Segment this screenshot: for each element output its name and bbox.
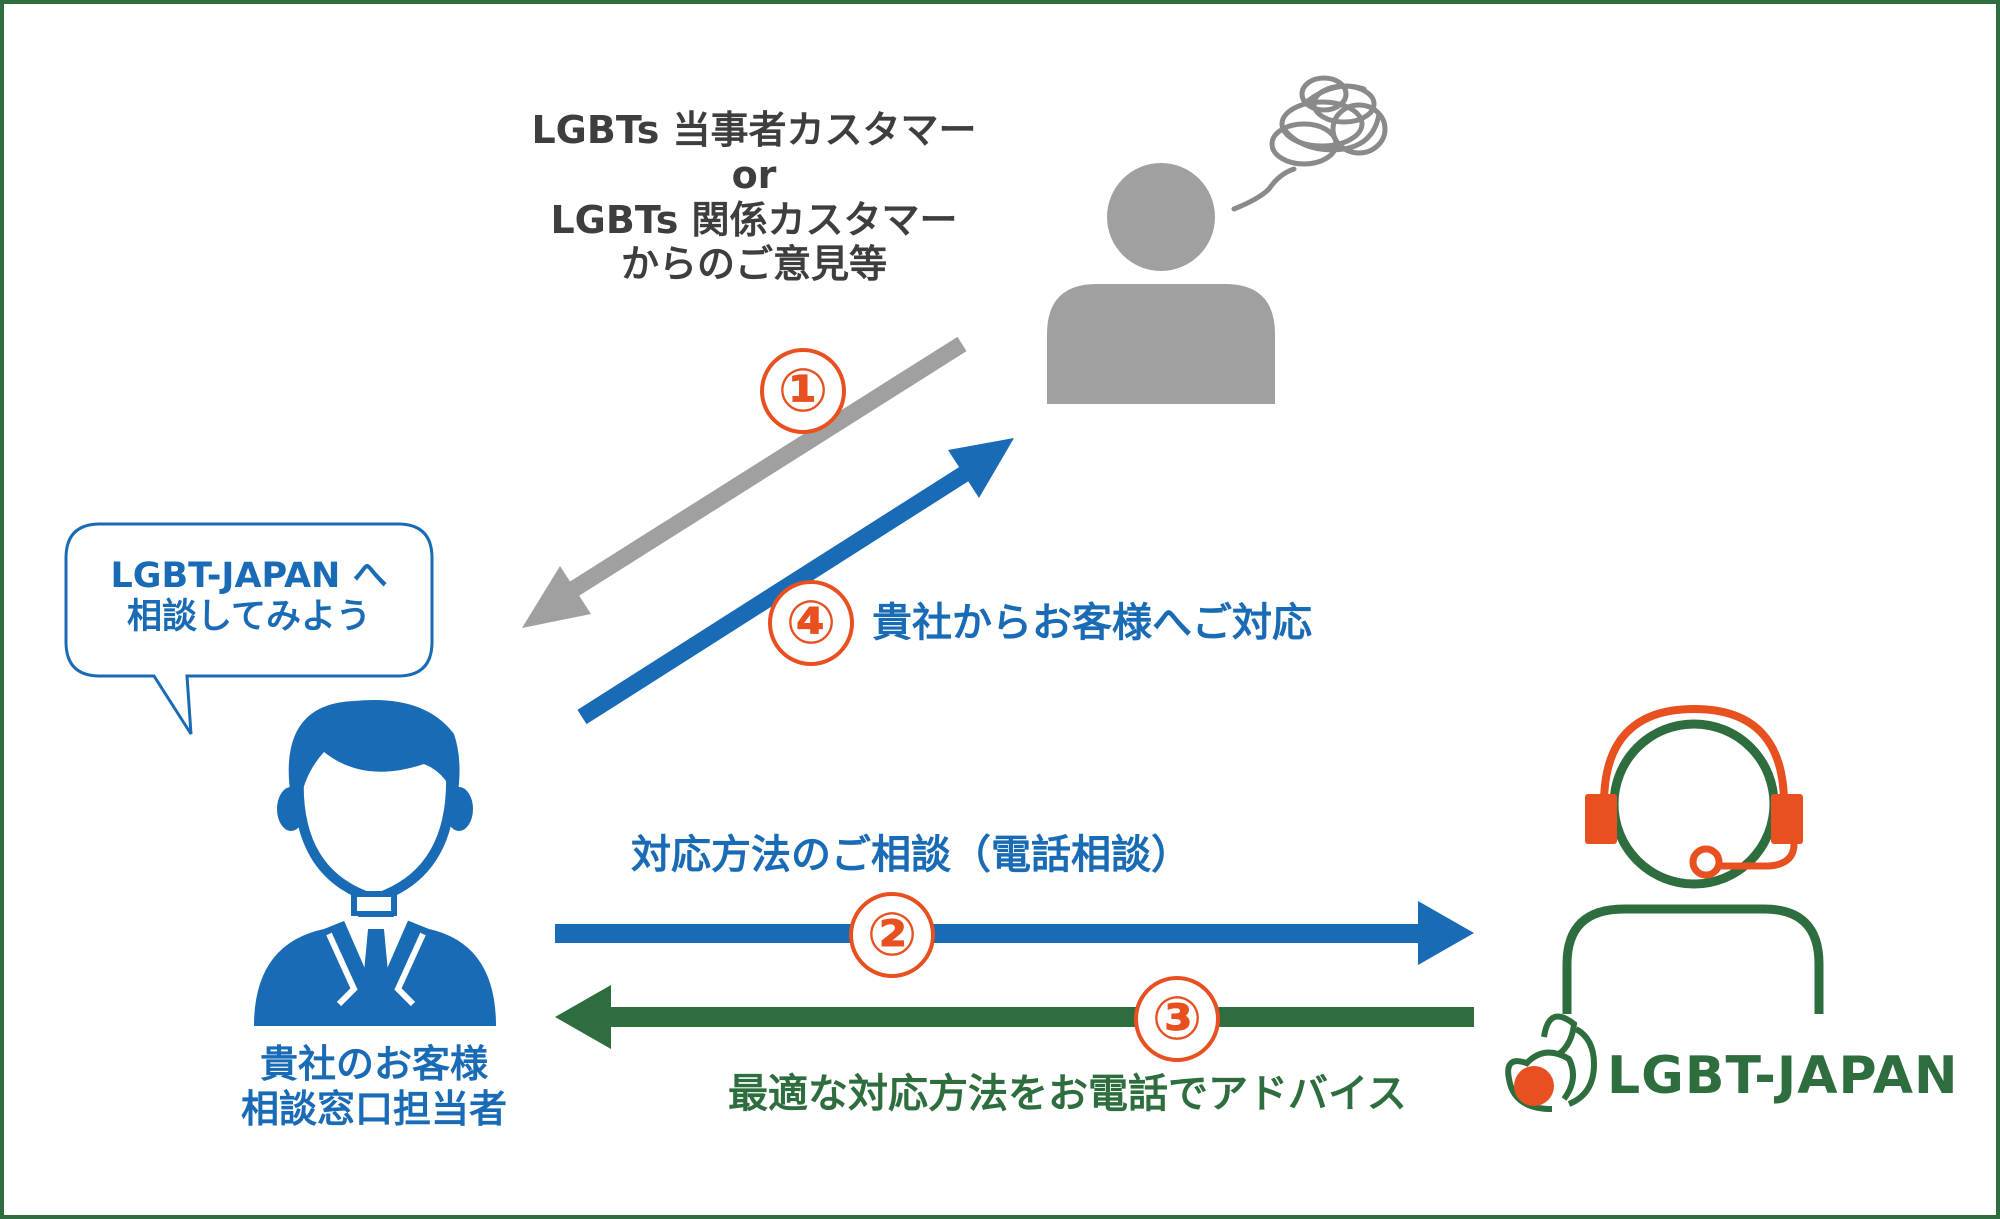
customer-caption-line3: LGBTs 関係カスタマー (550, 197, 958, 242)
customer-caption: LGBTs 当事者カスタマー or LGBTs 関係カスタマー からのご意見等 (504, 108, 1004, 287)
staff-person-icon (254, 699, 496, 1026)
lgbt-japan-logo-text: LGBT-JAPAN (1607, 1046, 1959, 1106)
arrow-step2 (555, 901, 1474, 965)
customer-caption-line2: or (731, 152, 777, 197)
customer-person-icon (1047, 163, 1275, 404)
arrow-step3 (555, 985, 1474, 1049)
step-3-badge: ③ (1134, 976, 1220, 1062)
customer-caption-line4: からのご意見等 (620, 242, 887, 287)
staff-caption-line1: 貴社のお客様 (259, 1042, 488, 1086)
arrow-step4 (577, 438, 1014, 725)
bubble-line1: LGBT-JAPAN へ (110, 556, 388, 596)
bubble-line2: 相談してみよう (127, 597, 371, 638)
staff-caption-line2: 相談窓口担当者 (240, 1086, 507, 1131)
speech-bubble-shape (64, 522, 434, 735)
step-2-badge: ② (849, 892, 935, 978)
lgbt-japan-logo-icon (1505, 1013, 1598, 1112)
speech-bubble-text: LGBT-JAPAN へ 相談してみよう (66, 556, 432, 639)
step2-label: 対応方法のご相談（電話相談） (631, 832, 1191, 878)
step3-label: 最適な対応方法をお電話でアドバイス (728, 1071, 1407, 1117)
step4-label: 貴社からお客様へご対応 (872, 600, 1312, 646)
diagram-graphics (64, 75, 1824, 1112)
customer-caption-line1: LGBTs 当事者カスタマー (531, 108, 977, 152)
step-1-badge: ① (760, 348, 846, 434)
arrow-step1 (522, 336, 967, 628)
confused-thought-icon (1231, 75, 1388, 212)
operator-headset-icon (1562, 704, 1824, 1014)
step-4-badge: ④ (768, 580, 854, 666)
staff-caption: 貴社のお客様 相談窓口担当者 (174, 1042, 574, 1132)
